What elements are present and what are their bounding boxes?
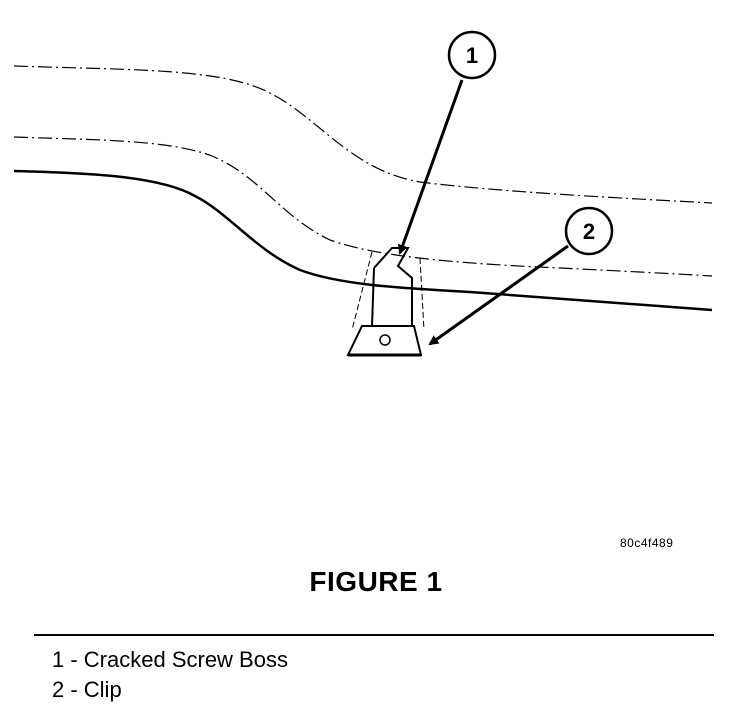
callout-1-bubble xyxy=(447,30,497,80)
panel-contour-upper xyxy=(13,65,713,204)
callout-2-number: 2 xyxy=(583,219,595,244)
callout-2-leader xyxy=(428,244,569,346)
figure-code: 80c4f489 xyxy=(620,536,674,550)
clip xyxy=(346,325,423,357)
cracked-screw-boss xyxy=(351,247,425,331)
callout-1: 1 xyxy=(397,30,497,255)
legend-item: 1 - Cracked Screw Boss xyxy=(52,647,288,672)
callout-2-bubble xyxy=(564,206,614,256)
diagram-illustration: 1 2 xyxy=(13,30,713,357)
callout-1-number: 1 xyxy=(466,43,478,68)
legend: 1 - Cracked Screw Boss 2 - Clip xyxy=(52,645,288,705)
figure-title: FIGURE 1 xyxy=(309,566,443,597)
divider xyxy=(34,634,714,636)
panel-contour-middle xyxy=(13,136,713,277)
clip-hole xyxy=(379,334,391,346)
legend-item: 2 - Clip xyxy=(52,677,122,702)
panel-edge-line xyxy=(13,169,713,312)
callout-1-leader xyxy=(397,79,464,255)
callout-2: 2 xyxy=(428,206,614,346)
